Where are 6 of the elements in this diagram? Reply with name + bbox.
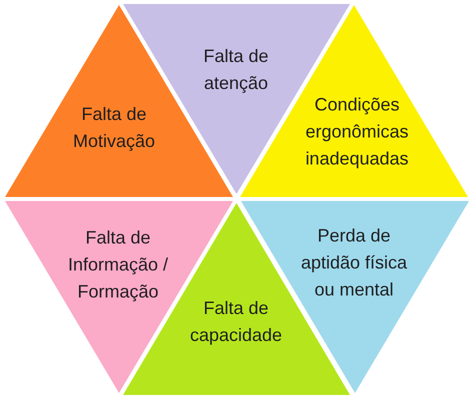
segment-label: Falta de Motivação [72,103,156,153]
segment-label: Falta de capacidade [188,297,284,347]
segment-label: Perda de aptidão física ou mental [300,224,408,302]
segment-label: Condições ergonômicas inadequadas [304,94,410,170]
segment-label: Falta de Informação / Formação [66,226,170,304]
segment-label: Falta de atenção [202,45,270,95]
